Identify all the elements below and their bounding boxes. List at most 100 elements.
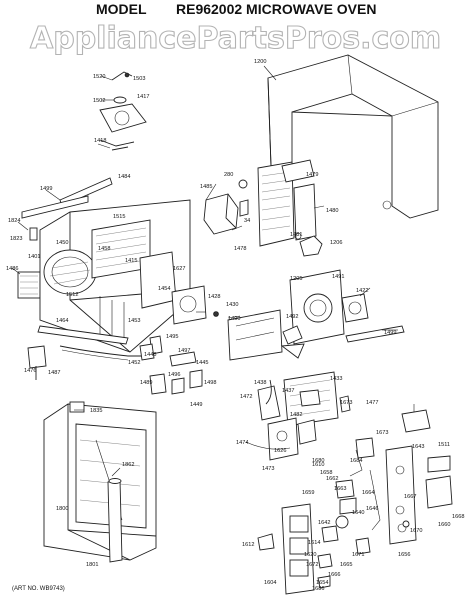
part-label: 1664 xyxy=(362,490,374,496)
part-label: 1487 xyxy=(48,370,60,376)
part-label: 1627 xyxy=(173,266,185,272)
part-label: 1666 xyxy=(328,572,340,578)
part-label: 1668 xyxy=(452,514,464,520)
part-label: 1620 xyxy=(304,552,316,558)
part-label: 1481 xyxy=(290,232,302,238)
part-label: 1401 xyxy=(28,254,40,260)
part-label: 1646 xyxy=(366,506,378,512)
part-label: 1474 xyxy=(236,440,248,446)
part-label: 1445 xyxy=(196,360,208,366)
model-number-title: RE962002 MICROWAVE OVEN xyxy=(176,1,376,17)
door-assembly-1800 xyxy=(43,401,157,563)
control-panel-assembly xyxy=(257,404,453,595)
part-number-labels: 1200 1520 1503 1502 1417 1418 1484 1499 … xyxy=(6,59,464,592)
part-label: 1614 xyxy=(308,540,320,546)
waveguide-and-duct-parts xyxy=(203,159,323,257)
part-label: 1491 xyxy=(332,274,344,280)
oven-cavity-chassis xyxy=(39,199,207,353)
part-label: 1663 xyxy=(334,486,346,492)
part-label: 280 xyxy=(224,172,233,178)
lower-left-parts xyxy=(27,325,203,395)
part-label: 1823 xyxy=(10,236,22,242)
part-label: 1610 xyxy=(312,462,324,468)
part-label: 1640 xyxy=(352,510,364,516)
leader-lines xyxy=(11,65,398,477)
part-label: 1495 xyxy=(166,334,178,340)
part-label: 1452 xyxy=(128,360,140,366)
part-label: 1520 xyxy=(93,74,105,80)
part-label: 1476 xyxy=(24,368,36,374)
part-label: 1430 xyxy=(226,302,238,308)
part-label: 1437 xyxy=(282,388,294,394)
part-label: 1672 xyxy=(306,562,318,568)
part-label: 1482 xyxy=(290,412,302,418)
part-label: 1684 xyxy=(350,458,362,464)
part-label: 1422 xyxy=(356,288,368,294)
part-label: 1673 xyxy=(376,430,388,436)
part-label: 34 xyxy=(244,218,250,224)
part-label: 1486 xyxy=(6,266,18,272)
part-label: 1512 xyxy=(66,292,78,298)
part-label: 1484 xyxy=(118,174,130,180)
part-label: 1438 xyxy=(254,380,266,386)
part-label: 1433 xyxy=(330,376,342,382)
part-label: 1862 xyxy=(122,462,134,468)
part-label: 1656 xyxy=(398,552,410,558)
part-label: 1458 xyxy=(98,246,110,252)
part-label: 1612 xyxy=(242,542,254,548)
stirrer-assembly xyxy=(99,71,147,151)
part-label: 1670 xyxy=(410,528,422,534)
part-label: 1686 xyxy=(312,586,324,592)
part-label: 1473 xyxy=(262,466,274,472)
part-label: 1205 xyxy=(290,276,302,282)
part-label: 1673 xyxy=(340,400,352,406)
part-label: 1499 xyxy=(384,330,396,336)
part-label: 1478 xyxy=(234,246,246,252)
part-label: 1485 xyxy=(200,184,212,190)
part-label: 1671 xyxy=(352,552,364,558)
transformer-assembly xyxy=(245,371,351,461)
part-label: 1800 xyxy=(56,506,68,512)
part-label: 1428 xyxy=(208,294,220,300)
part-label: 1642 xyxy=(318,520,330,526)
left-bracket-parts xyxy=(17,177,113,299)
part-label: 1448 xyxy=(144,352,156,358)
part-label: 1667 xyxy=(404,494,416,500)
part-label: 1643 xyxy=(412,444,424,450)
part-label: 1499 xyxy=(40,186,52,192)
part-label: 1417 xyxy=(137,94,149,100)
part-label: 1502 xyxy=(93,98,105,104)
part-label: 1479 xyxy=(306,172,318,178)
watermark: AppliancePartsPros.com xyxy=(30,21,441,56)
part-label: 1515 xyxy=(113,214,125,220)
part-label: 1665 xyxy=(340,562,352,568)
part-label: 1511 xyxy=(438,442,450,448)
part-label: 1604 xyxy=(264,580,276,586)
part-label: 1662 xyxy=(326,476,338,482)
art-number: (ART NO. WB9743) xyxy=(12,586,65,592)
part-label: 1480 xyxy=(326,208,338,214)
part-label: 1418 xyxy=(94,138,106,144)
part-label: 1835 xyxy=(90,408,102,414)
part-label: 1658 xyxy=(320,470,332,476)
part-label: 1477 xyxy=(366,400,378,406)
part-label: 1492 xyxy=(286,314,298,320)
part-label: 1472 xyxy=(240,394,252,400)
part-label: 1206 xyxy=(330,240,342,246)
part-label: 1497 xyxy=(178,348,190,354)
outer-cabinet-1200 xyxy=(267,54,439,219)
part-label: 1490 xyxy=(228,316,240,322)
part-label: 1654 xyxy=(316,580,328,586)
part-label: 1824 xyxy=(8,218,20,224)
part-label: 1489 xyxy=(140,380,152,386)
part-label: 1801 xyxy=(86,562,98,568)
part-label: 1626 xyxy=(274,448,286,454)
part-label: 1453 xyxy=(128,318,140,324)
part-label: 1449 xyxy=(190,402,202,408)
part-label: 1450 xyxy=(56,240,68,246)
part-label: 1464 xyxy=(56,318,68,324)
part-label: 1503 xyxy=(133,76,145,82)
part-label: 1680 xyxy=(312,458,324,464)
